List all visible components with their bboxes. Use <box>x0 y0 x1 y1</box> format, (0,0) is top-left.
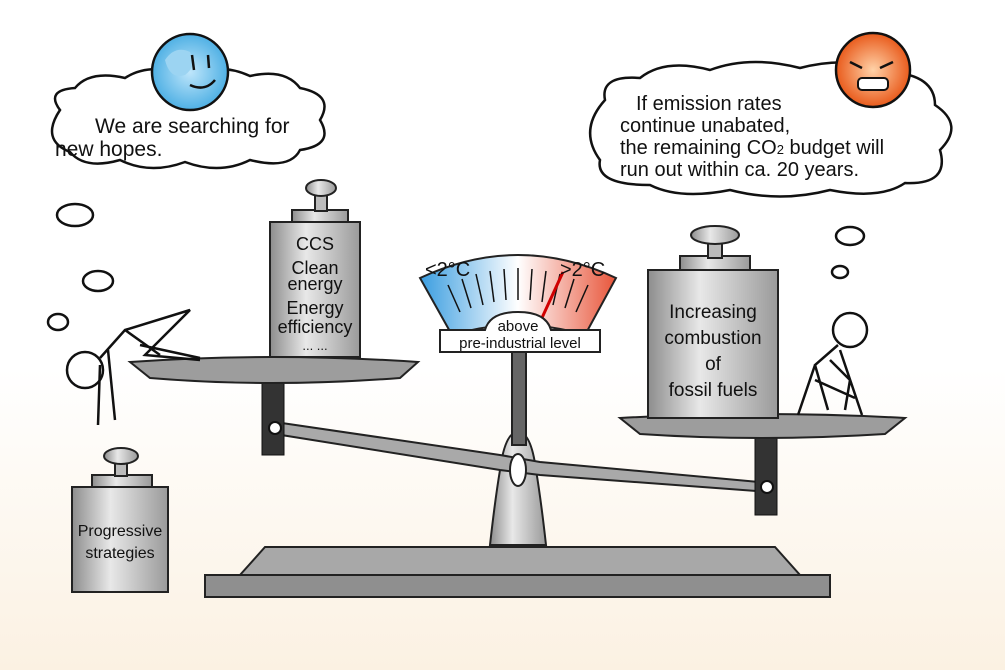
left-thought-bubble <box>46 67 326 332</box>
left-bubble-text-1: We are searching for <box>95 115 290 138</box>
gauge-high-label: >2°C <box>560 259 605 281</box>
right-bubble-text-2: continue unabated, <box>620 115 790 137</box>
left-bubble-text-2: new hopes. <box>55 138 162 161</box>
weight-label-ellipsis: ... ... <box>302 338 327 353</box>
budget-text: budget will <box>784 137 884 159</box>
gauge-caption-above: above <box>498 318 539 335</box>
weight-label-of: of <box>705 354 722 375</box>
stick-figure-left <box>65 308 201 426</box>
right-bubble-text-1: If emission rates <box>636 93 782 115</box>
weight-solutions: CCS Clean energy Energy efficiency ... .… <box>269 179 361 358</box>
co2-text: the remaining CO <box>620 137 777 159</box>
happy-earth-icon <box>150 32 230 112</box>
weight-label-strategies: strategies <box>85 545 154 562</box>
right-bubble-text-4: run out within ca. 20 years. <box>620 159 859 181</box>
weight-label-combustion: combustion <box>664 328 761 349</box>
left-pan <box>127 356 421 456</box>
weight-label-fossil: fossil fuels <box>669 380 758 401</box>
co2-subscript: 2 <box>777 142 784 157</box>
weight-label-energy2: Energy <box>286 298 343 318</box>
gauge-low-label: <2°C <box>425 259 470 281</box>
stick-figure-right <box>796 311 869 416</box>
weight-label-efficiency: efficiency <box>278 317 353 337</box>
gauge-ticks <box>447 268 589 313</box>
weight-label-increasing: Increasing <box>669 302 757 323</box>
weight-label-ccs: CCS <box>296 234 334 254</box>
right-pan <box>617 413 908 516</box>
temperature-gauge: <2°C >2°C above pre-industrial level <box>418 254 618 353</box>
weight-label-energy: energy <box>287 274 342 294</box>
weight-fossil-fuels: Increasing combustion of fossil fuels <box>647 225 779 419</box>
gauge-caption-level: pre-industrial level <box>459 335 581 352</box>
weight-label-clean: Clean <box>291 258 338 278</box>
gauge-needle <box>539 271 565 321</box>
right-bubble-text-3: the remaining CO2 budget will <box>620 137 884 159</box>
weight-label-progressive: Progressive <box>78 523 163 540</box>
weight-progressive-strategies: Progressive strategies <box>71 447 169 593</box>
angry-earth-icon <box>834 31 912 109</box>
pivot <box>509 453 527 487</box>
